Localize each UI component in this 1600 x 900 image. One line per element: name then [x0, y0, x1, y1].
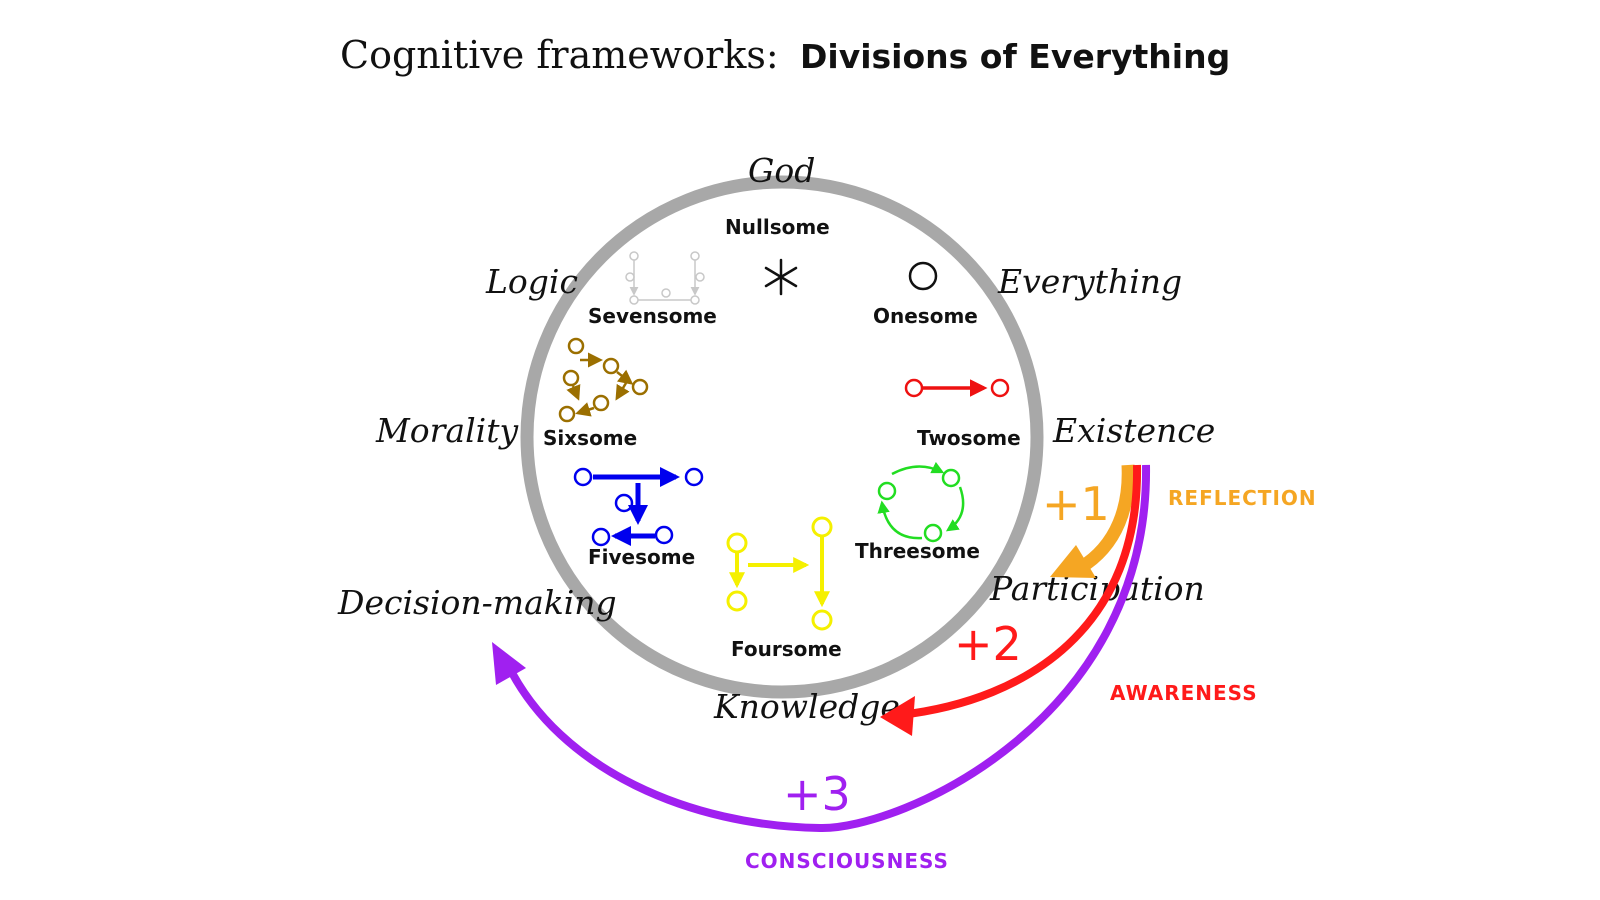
- label-morality: Morality: [375, 411, 518, 450]
- label-decision-making: Decision-making: [337, 583, 617, 622]
- twosome-glyph: [904, 378, 1010, 398]
- label-existence: Existence: [1052, 411, 1215, 450]
- arc-consciousness: [492, 464, 1151, 833]
- fivesome-glyph: [573, 467, 704, 547]
- main-ring: [520, 175, 1044, 699]
- arc-awareness: [880, 464, 1142, 736]
- increment-reflection: +1: [1042, 477, 1110, 531]
- sevensome-glyph: [625, 251, 705, 305]
- arc-reflection: [1050, 464, 1135, 578]
- foursome-glyph: [726, 516, 833, 631]
- label-everything: Everything: [997, 262, 1182, 301]
- label-foursome: Foursome: [731, 637, 842, 661]
- caption-reflection: REFLECTION: [1168, 486, 1317, 510]
- nullsome-asterisk-icon: [764, 258, 798, 296]
- label-twosome: Twosome: [917, 426, 1021, 450]
- reflection-arrowhead-icon: [1050, 545, 1096, 578]
- increment-awareness: +2: [954, 617, 1022, 671]
- title-prefix: Cognitive frameworks:: [340, 33, 779, 77]
- label-nullsome: Nullsome: [725, 215, 830, 239]
- label-knowledge: Knowledge: [713, 687, 900, 726]
- caption-awareness: AWARENESS: [1110, 681, 1258, 705]
- increment-consciousness: +3: [783, 767, 851, 821]
- label-fivesome: Fivesome: [588, 545, 695, 569]
- label-sevensome: Sevensome: [588, 304, 717, 328]
- awareness-arrowhead-icon: [880, 696, 915, 736]
- onesome-circle-icon: [908, 261, 938, 291]
- sixsome-glyph: [558, 337, 649, 423]
- label-logic: Logic: [485, 262, 578, 301]
- threesome-glyph: [877, 461, 965, 543]
- title-main: Divisions of Everything: [800, 37, 1230, 76]
- label-participation: Participation: [989, 569, 1205, 608]
- label-onesome: Onesome: [873, 304, 978, 328]
- consciousness-arrowhead-icon: [492, 642, 526, 685]
- label-god: God: [748, 151, 815, 190]
- caption-consciousness: CONSCIOUSNESS: [745, 849, 949, 873]
- label-sixsome: Sixsome: [543, 426, 637, 450]
- label-threesome: Threesome: [855, 539, 980, 563]
